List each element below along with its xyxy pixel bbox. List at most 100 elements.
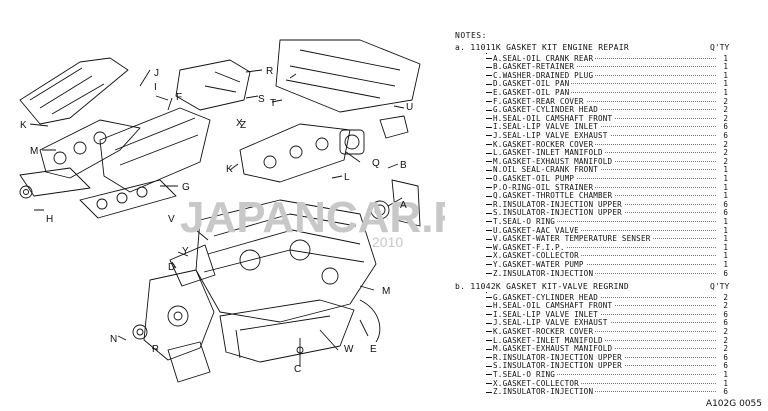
part-name: GASKET-WATER PUMP bbox=[502, 259, 584, 269]
cylinder-head-gasket-left bbox=[79, 179, 177, 219]
part-qty: 6 bbox=[721, 352, 728, 363]
qty-header-valve-regrind: Q'TY bbox=[710, 282, 730, 291]
part-name: GASKET-AAC VALVE bbox=[502, 225, 579, 235]
part-name: SEAL-O RING bbox=[502, 369, 556, 379]
part-qty: 1 bbox=[721, 173, 728, 184]
part-name: OIL SEAL-CRANK FRONT bbox=[502, 165, 598, 175]
part-qty: 6 bbox=[721, 361, 728, 372]
part-code: R bbox=[493, 199, 498, 209]
callout-x: X bbox=[236, 118, 243, 129]
part-name: SEAL-LIP VALVE INLET bbox=[502, 309, 598, 319]
part-name: GASKET-OIL PAN bbox=[502, 79, 570, 89]
callout-f: F bbox=[176, 92, 182, 103]
callout-b: B bbox=[400, 160, 407, 171]
part-qty: 2 bbox=[721, 301, 728, 312]
part-code: L bbox=[493, 148, 498, 158]
part-name: INSULATOR-INJECTION bbox=[502, 387, 594, 397]
part-name: SEAL-LIP VALVE INLET bbox=[502, 122, 598, 132]
callout-y: Y bbox=[182, 246, 189, 257]
callout-a: A bbox=[400, 200, 407, 211]
part-code: M bbox=[493, 344, 498, 354]
part-code: I bbox=[493, 122, 498, 132]
callout-h: H bbox=[46, 214, 53, 225]
part-qty: 2 bbox=[721, 335, 728, 346]
part-name: INSULATOR-INJECTION UPPER bbox=[502, 352, 622, 362]
part-code: P bbox=[493, 182, 498, 192]
part-code: J bbox=[493, 130, 498, 140]
part-qty: 2 bbox=[721, 148, 728, 159]
part-code: D bbox=[493, 79, 498, 89]
part-qty: 1 bbox=[721, 378, 728, 389]
callout-i: I bbox=[154, 82, 157, 93]
callout-c: C bbox=[294, 364, 301, 375]
part-qty: 1 bbox=[721, 216, 728, 227]
part-name: GASKET-ROCKER COVER bbox=[502, 139, 594, 149]
part-name: SEAL-OIL CAMSHAFT FRONT bbox=[502, 113, 613, 123]
part-name: GASKET-INLET MANIFOLD bbox=[502, 148, 603, 158]
part-code: V bbox=[493, 234, 498, 244]
kit-header-engine-repair: a. 11011K GASKET KIT ENGINE REPAIR bbox=[455, 43, 629, 52]
part-code: I bbox=[493, 309, 498, 319]
callout-l: L bbox=[344, 172, 350, 183]
part-code: N bbox=[493, 165, 498, 175]
part-code: U bbox=[493, 225, 498, 235]
part-qty: 6 bbox=[721, 199, 728, 210]
part-code: R bbox=[493, 352, 498, 362]
callout-g: G bbox=[182, 182, 190, 193]
part-qty: 1 bbox=[721, 53, 728, 64]
part-code: E bbox=[493, 87, 498, 97]
callout-s: S bbox=[258, 94, 265, 105]
callout-k-left: K bbox=[20, 120, 27, 131]
callout-n: N bbox=[110, 334, 117, 345]
part-code: S bbox=[493, 361, 498, 371]
part-code: W bbox=[493, 242, 498, 252]
part-qty: 1 bbox=[721, 182, 728, 193]
callout-q: Q bbox=[372, 158, 380, 169]
part-qty: 1 bbox=[721, 79, 728, 90]
part-name: WASHER-DRAINED PLUG bbox=[502, 70, 594, 80]
part-name: GASKET-RETAINER bbox=[502, 62, 575, 72]
rocker-cover-right bbox=[239, 123, 351, 183]
part-code: M bbox=[493, 156, 498, 166]
callout-v: V bbox=[168, 214, 175, 225]
part-name: GASKET-COLLECTOR bbox=[502, 251, 579, 261]
part-qty: 1 bbox=[721, 225, 728, 236]
part-qty: 2 bbox=[721, 139, 728, 150]
callout-w: W bbox=[344, 344, 354, 355]
part-name: GASKET-INLET MANIFOLD bbox=[502, 335, 603, 345]
part-name: GASKET-CYLINDER HEAD bbox=[502, 292, 598, 302]
part-qty: 6 bbox=[721, 318, 728, 329]
part-code: J bbox=[493, 318, 498, 328]
part-qty: 2 bbox=[721, 344, 728, 355]
part-code: H bbox=[493, 301, 498, 311]
engine-block bbox=[195, 199, 377, 323]
watermark-year: 2010 bbox=[372, 234, 403, 250]
part-qty: 1 bbox=[721, 234, 728, 245]
part-code: X bbox=[493, 251, 498, 261]
part-code: L bbox=[493, 335, 498, 345]
part-code: Y bbox=[493, 259, 498, 269]
part-code: Z bbox=[493, 387, 498, 397]
part-name: GASKET-F.I.P. bbox=[502, 242, 565, 252]
part-code: K bbox=[493, 139, 498, 149]
part-qty: 1 bbox=[721, 70, 728, 81]
part-qty: 1 bbox=[721, 369, 728, 380]
callout-k-right: K bbox=[226, 164, 233, 175]
